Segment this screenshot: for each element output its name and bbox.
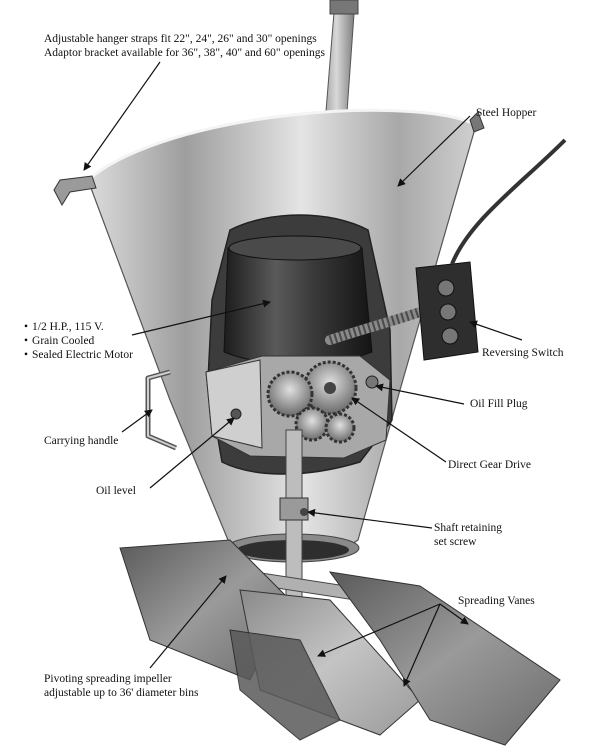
motor-spec-cooling: Grain Cooled bbox=[24, 334, 133, 348]
hanger-hook bbox=[53, 175, 97, 207]
label-steel-hopper: Steel Hopper bbox=[476, 107, 537, 119]
label-direct-gear-drive: Direct Gear Drive bbox=[448, 459, 532, 471]
leader-hopper bbox=[397, 115, 471, 187]
leader-switch bbox=[469, 320, 523, 341]
label-impeller-line1: Pivoting spreading impeller bbox=[44, 673, 172, 685]
strap-top-clip bbox=[329, 0, 359, 15]
label-hanger-straps: Adjustable hanger straps fit 22", 24", 2… bbox=[44, 32, 325, 60]
power-cable bbox=[450, 138, 567, 265]
gear-medium bbox=[266, 370, 314, 418]
leader-vanes-2 bbox=[403, 603, 441, 687]
leader-set-screw bbox=[307, 508, 433, 529]
label-carrying-handle: Carrying handle bbox=[44, 435, 119, 447]
label-oil-level: Oil level bbox=[96, 485, 136, 497]
leader-oil-fill bbox=[375, 383, 465, 405]
leader-oil-level bbox=[149, 417, 235, 489]
leader-hanger bbox=[83, 61, 161, 171]
label-reversing-switch: Reversing Switch bbox=[482, 347, 564, 359]
leader-impeller bbox=[149, 575, 227, 669]
leader-gear bbox=[351, 397, 447, 463]
motor-spec-type: Sealed Electric Motor bbox=[24, 348, 133, 362]
leader-vanes-3 bbox=[439, 603, 469, 625]
label-shaft-retaining: Shaft retaining set screw bbox=[434, 521, 502, 549]
oil-fill-plug bbox=[365, 375, 379, 389]
set-screw bbox=[300, 508, 308, 516]
label-shaft-line2: set screw bbox=[434, 536, 477, 548]
rim-clip-right bbox=[469, 111, 485, 133]
hopper-rim bbox=[87, 108, 477, 182]
leader-handle bbox=[121, 409, 153, 433]
label-hanger-line2: Adaptor bracket available for 36", 38", … bbox=[44, 47, 325, 59]
switch-button-3 bbox=[441, 327, 459, 345]
label-impeller-line2: adjustable up to 36' diameter bins bbox=[44, 687, 199, 699]
switch-button-2 bbox=[439, 303, 457, 321]
flexible-conduit bbox=[325, 307, 425, 345]
gear-lower bbox=[324, 412, 356, 444]
carrying-handle-shine bbox=[147, 371, 177, 449]
leader-vanes-1 bbox=[317, 603, 441, 657]
leader-motor bbox=[131, 299, 271, 336]
motor-spec-hp: 1/2 H.P., 115 V. bbox=[24, 320, 133, 334]
switch-button-1 bbox=[437, 279, 455, 297]
label-hanger-line1: Adjustable hanger straps fit 22", 24", 2… bbox=[44, 33, 317, 45]
direct-gear-drive bbox=[266, 360, 358, 444]
spreading-vane-rear bbox=[229, 629, 341, 741]
oil-level-screw bbox=[230, 408, 242, 420]
label-shaft-line1: Shaft retaining bbox=[434, 522, 503, 534]
leader-lines bbox=[83, 61, 523, 687]
gear-hub bbox=[324, 382, 336, 394]
label-spreading-vanes: Spreading Vanes bbox=[458, 595, 535, 607]
gear-housing-front bbox=[205, 359, 263, 449]
label-motor-specs: 1/2 H.P., 115 V. Grain Cooled Sealed Ele… bbox=[24, 320, 133, 362]
motor-top bbox=[228, 235, 362, 261]
spreading-vane-right bbox=[328, 571, 561, 746]
label-oil-fill-plug: Oil Fill Plug bbox=[470, 398, 528, 410]
label-impeller: Pivoting spreading impeller adjustable u… bbox=[44, 672, 198, 700]
